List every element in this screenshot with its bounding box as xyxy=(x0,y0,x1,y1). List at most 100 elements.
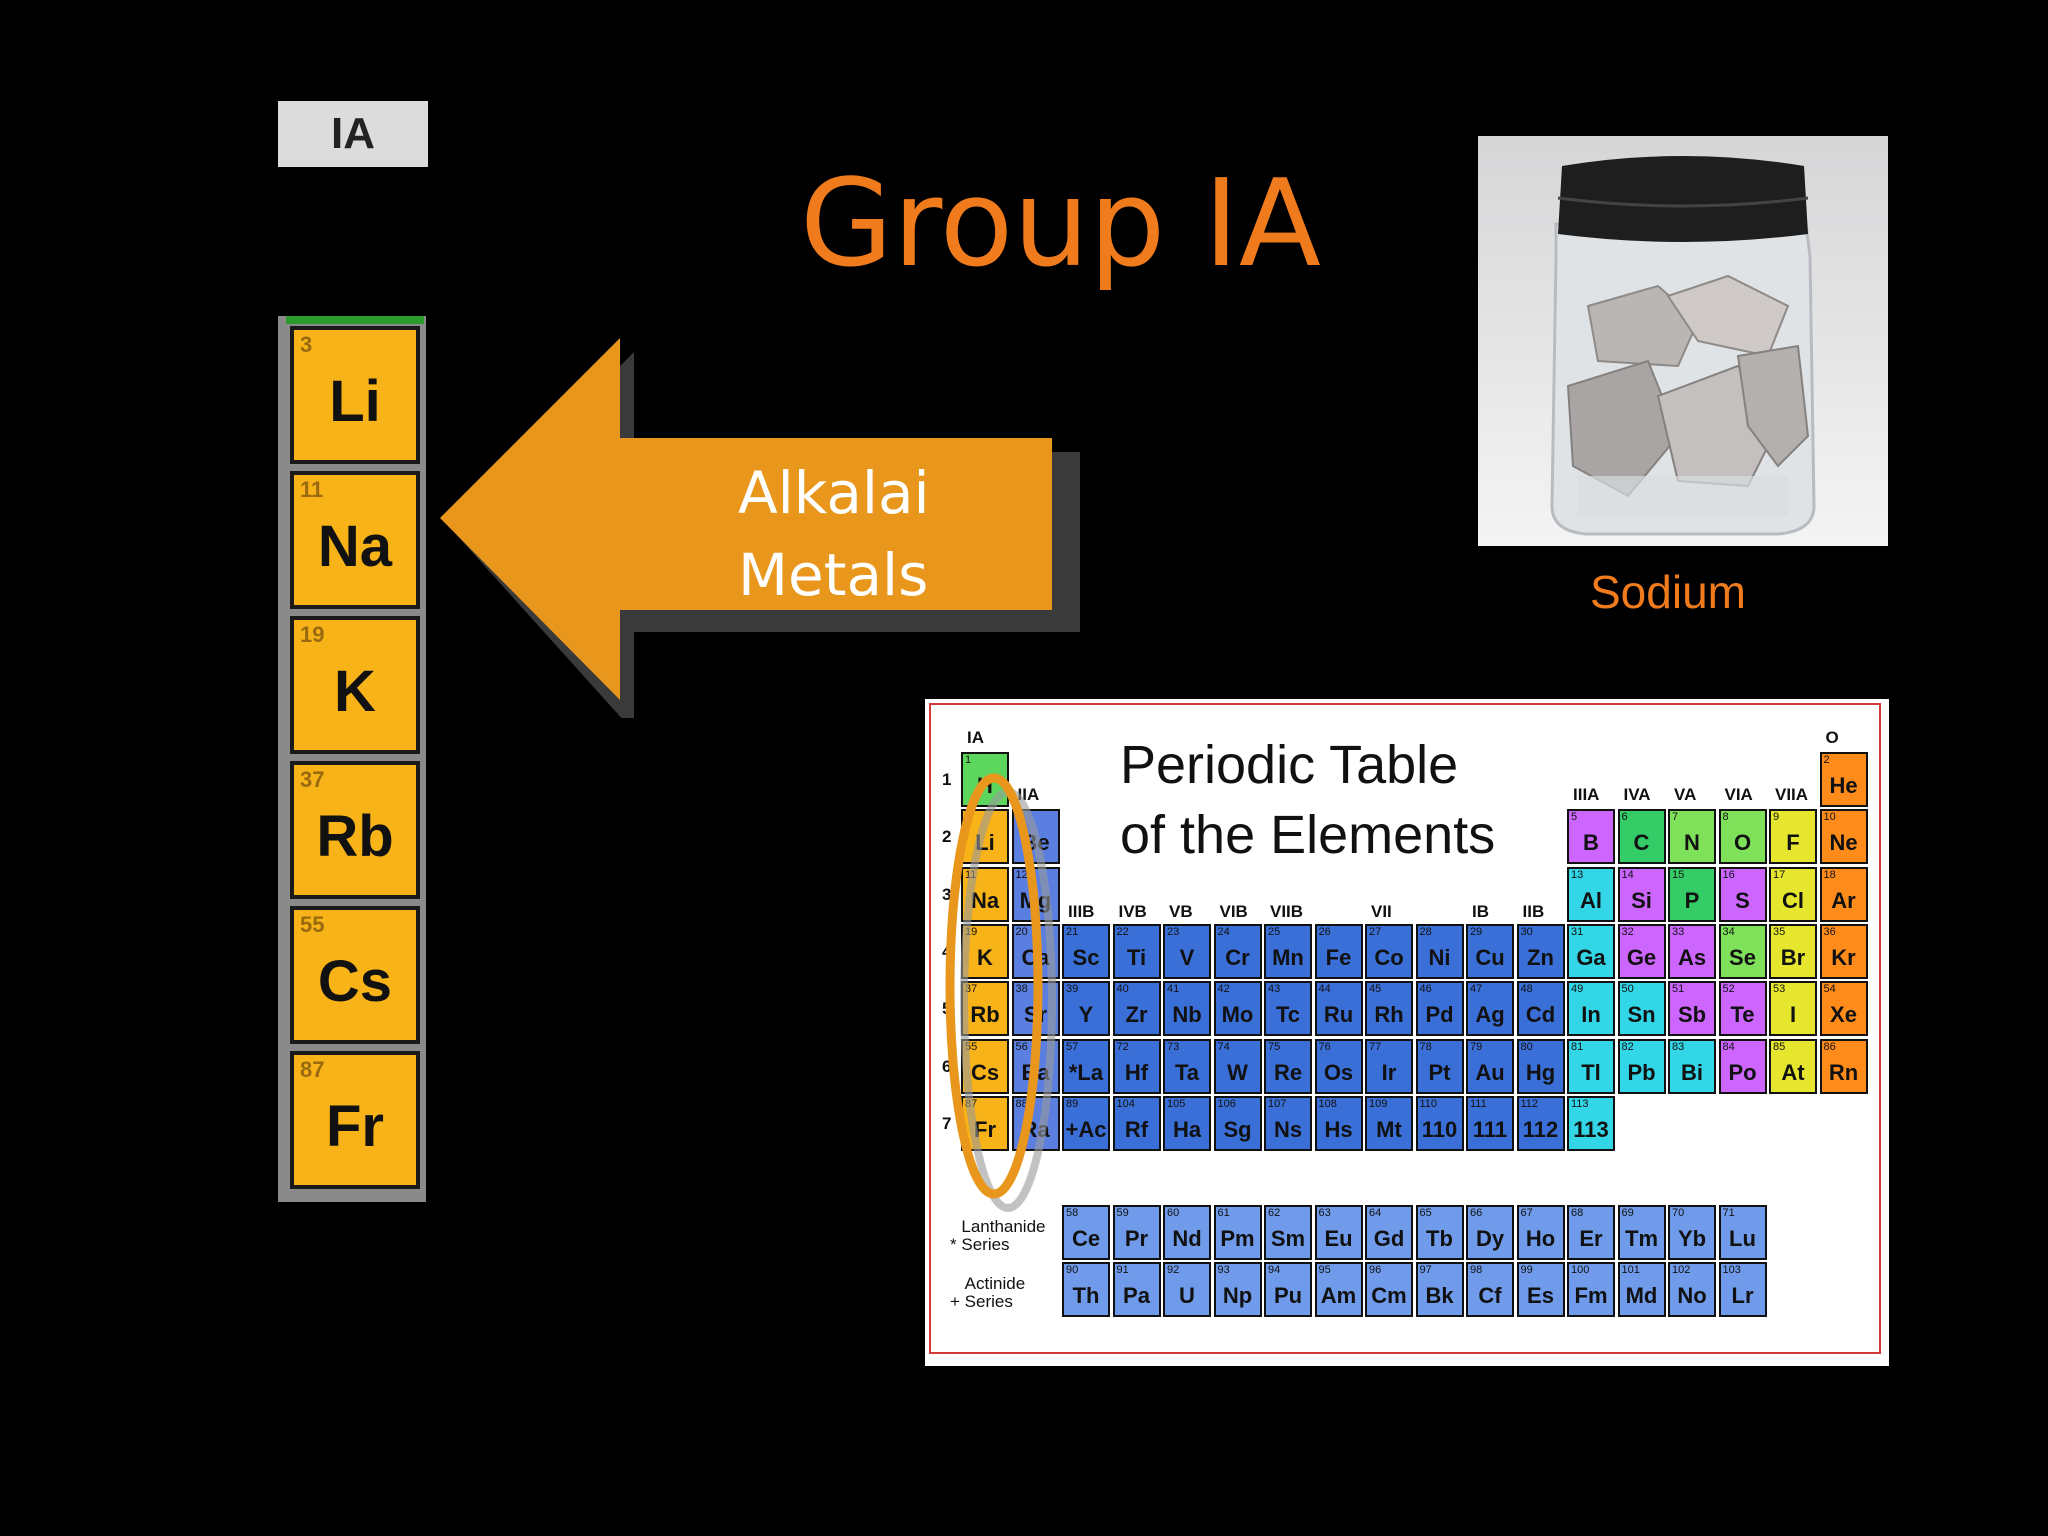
pt-symbol: Fr xyxy=(974,1116,996,1142)
pt-atomic-number: 92 xyxy=(1167,1264,1180,1276)
pt-atomic-number: 60 xyxy=(1167,1207,1180,1219)
pt-atomic-number: 93 xyxy=(1217,1264,1230,1276)
element-number: 3 xyxy=(300,332,313,357)
pt-atomic-number: 90 xyxy=(1066,1264,1079,1276)
pt-group-label: VB xyxy=(1169,902,1193,921)
photo-caption: Sodium xyxy=(1590,566,1746,618)
pt-atomic-number: 30 xyxy=(1520,925,1533,938)
pt-symbol: Am xyxy=(1320,1283,1357,1308)
pt-atomic-number: 82 xyxy=(1621,1040,1634,1053)
pt-symbol: Eu xyxy=(1324,1226,1353,1251)
pt-atomic-number: 97 xyxy=(1419,1264,1432,1276)
pt-symbol: Pb xyxy=(1627,1059,1656,1085)
pt-atomic-number: 95 xyxy=(1318,1264,1331,1276)
actinide-marker: + xyxy=(950,1292,960,1311)
pt-period-label: 6 xyxy=(942,1056,952,1076)
pt-atomic-number: 96 xyxy=(1369,1264,1382,1276)
pt-symbol: At xyxy=(1781,1059,1805,1085)
pt-atomic-number: 103 xyxy=(1722,1264,1741,1276)
pt-atomic-number: 71 xyxy=(1722,1207,1735,1219)
pt-atomic-number: 29 xyxy=(1470,925,1483,938)
pt-symbol: Zr xyxy=(1125,1002,1148,1028)
pt-atomic-number: 91 xyxy=(1116,1264,1129,1276)
pt-symbol: Y xyxy=(1078,1002,1094,1028)
pt-symbol: Cs xyxy=(970,1059,1000,1085)
pt-symbol: Nd xyxy=(1172,1226,1202,1251)
pt-symbol: Xe xyxy=(1830,1002,1857,1028)
pt-symbol: Ho xyxy=(1525,1226,1556,1251)
sodium-jar-photo xyxy=(1478,136,1888,546)
pt-atomic-number: 61 xyxy=(1217,1207,1230,1219)
pt-atomic-number: 31 xyxy=(1571,925,1584,938)
pt-symbol: *La xyxy=(1068,1059,1104,1085)
pt-symbol: Ta xyxy=(1174,1059,1200,1085)
pt-symbol: Sm xyxy=(1270,1226,1306,1251)
pt-atomic-number: 113 xyxy=(1571,1097,1589,1110)
pt-symbol: Al xyxy=(1580,887,1602,913)
actinide-label-text: Actinide Series xyxy=(964,1274,1026,1311)
pt-atomic-number: 25 xyxy=(1268,925,1281,938)
element-number: 11 xyxy=(300,477,324,502)
pt-symbol: Tl xyxy=(1581,1059,1601,1085)
pt-atomic-number: 2 xyxy=(1823,754,1830,766)
pt-atomic-number: 53 xyxy=(1773,983,1786,996)
pt-symbol: Yb xyxy=(1677,1226,1707,1251)
pt-atomic-number: 102 xyxy=(1672,1264,1691,1276)
pt-atomic-number: 64 xyxy=(1369,1207,1382,1219)
pt-symbol: Gd xyxy=(1373,1226,1405,1251)
pt-symbol: Te xyxy=(1730,1002,1755,1028)
pt-atomic-number: 7 xyxy=(1672,811,1679,824)
pt-group-label: VIIB xyxy=(1270,902,1304,921)
pt-atomic-number: 63 xyxy=(1318,1207,1331,1219)
pt-atomic-number: 10 xyxy=(1823,811,1836,824)
lanthanide-label-text: Lanthanide Series xyxy=(961,1217,1046,1254)
pt-symbol: Es xyxy=(1527,1283,1554,1308)
pt-symbol: W xyxy=(1227,1059,1248,1085)
pt-atomic-number: 72 xyxy=(1116,1040,1129,1053)
pt-symbol: As xyxy=(1677,944,1707,970)
periodic-table-title-line1: Periodic Table xyxy=(1120,735,1459,795)
pt-atomic-number: 28 xyxy=(1419,925,1432,938)
pt-atomic-number: 12 xyxy=(1015,868,1028,881)
pt-atomic-number: 34 xyxy=(1722,925,1735,938)
periodic-table-title: Periodic Table of the Elements xyxy=(1120,730,1495,870)
pt-symbol: 112 xyxy=(1522,1116,1559,1142)
pt-symbol: Ir xyxy=(1381,1059,1397,1085)
pt-symbol: Ru xyxy=(1323,1002,1354,1028)
pt-symbol: 113 xyxy=(1573,1116,1609,1142)
pt-atomic-number: 27 xyxy=(1369,925,1382,938)
pt-group-label: IIIB xyxy=(1068,902,1095,921)
pt-atomic-number: 108 xyxy=(1318,1097,1337,1110)
